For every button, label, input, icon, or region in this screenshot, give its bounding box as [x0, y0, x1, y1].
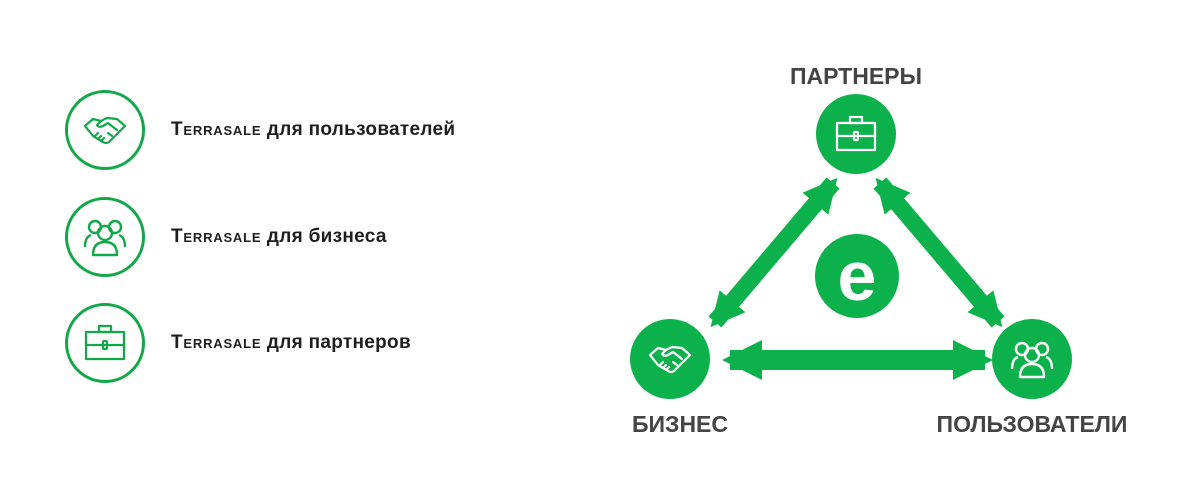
node-users: [992, 319, 1072, 399]
brand-name: Terrasale: [171, 332, 262, 353]
item-text: для партнеров: [261, 332, 411, 353]
users-group-icon: [65, 197, 145, 277]
arrow-partners-users: [873, 177, 1005, 328]
list-item-partners: Terrasale для партнеров: [65, 300, 411, 386]
briefcase-icon: [65, 303, 145, 383]
list-item-label: Terrasale для партнеров: [171, 332, 411, 354]
arrow-business-partners: [708, 177, 840, 328]
list-item-label: Terrasale для пользователей: [171, 119, 455, 141]
node-partners: [816, 94, 896, 174]
logo-letter: e: [838, 237, 877, 315]
list-item-business: Terrasale для бизнеса: [65, 194, 387, 280]
list-item-users: Terrasale для пользователей: [65, 87, 455, 173]
label-business: БИЗНЕС: [631, 411, 729, 437]
label-partners: ПАРТНЕРЫ: [789, 63, 923, 89]
item-text: для пользователей: [261, 119, 456, 140]
item-text: для бизнеса: [261, 226, 387, 247]
handshake-icon: [65, 90, 145, 170]
center-logo: e: [815, 234, 899, 318]
brand-name: Terrasale: [171, 119, 262, 140]
node-business: [630, 319, 710, 399]
list-item-label: Terrasale для бизнеса: [171, 226, 387, 248]
label-users: ПОЛЬЗОВАТЕЛИ: [936, 411, 1128, 437]
brand-name: Terrasale: [171, 226, 262, 247]
